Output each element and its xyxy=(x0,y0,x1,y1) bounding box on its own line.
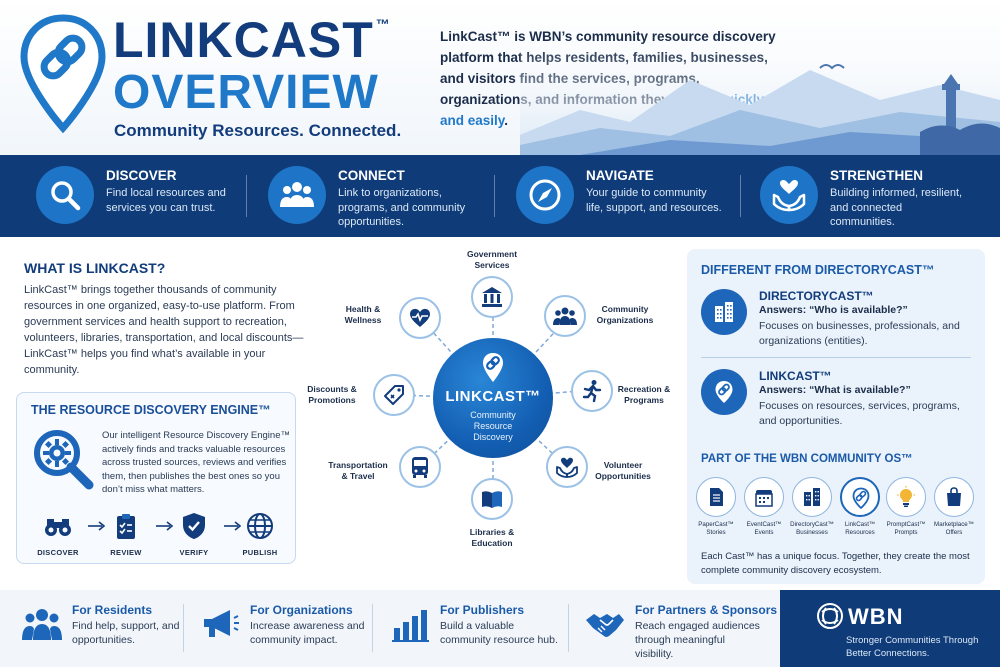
lightbulb-icon xyxy=(897,486,915,507)
divider xyxy=(701,357,971,358)
wbn-name: WBN xyxy=(848,604,904,629)
buildings-icon xyxy=(804,488,820,506)
shield-check-icon xyxy=(183,513,205,539)
step-review: REVIEW xyxy=(101,511,151,557)
directorycast-compare: DIRECTORYCAST™ Answers: “Who is availabl… xyxy=(701,289,973,359)
globe-icon xyxy=(247,513,273,539)
node-community-organizations[interactable] xyxy=(544,295,586,337)
document-icon xyxy=(710,488,723,506)
residents-icon xyxy=(22,609,62,640)
divider xyxy=(568,604,569,652)
node-recreation-programs[interactable] xyxy=(571,370,613,412)
wbn-tagline: Stronger Communities Through Better Conn… xyxy=(846,635,979,659)
os-linkcast[interactable]: LinkCast™ Resources xyxy=(837,477,883,537)
compass-icon xyxy=(529,179,561,211)
link-pin-icon xyxy=(20,14,106,134)
binoculars-icon xyxy=(45,519,71,536)
clipboard-check-icon xyxy=(117,514,135,539)
link-pin-icon xyxy=(715,381,733,403)
step-verify: VERIFY xyxy=(169,511,219,557)
node-transportation-travel[interactable] xyxy=(399,446,441,488)
tag-icon xyxy=(384,385,404,405)
calendar-icon xyxy=(755,490,773,507)
government-building-icon xyxy=(482,287,502,307)
engine-title: THE RESOURCE DISCOVERY ENGINE™ xyxy=(31,403,271,417)
arrow-right-icon xyxy=(88,521,105,531)
resource-discovery-engine-card: THE RESOURCE DISCOVERY ENGINE™ Our intel… xyxy=(16,392,296,564)
buildings-icon xyxy=(715,302,733,322)
link-icon xyxy=(852,487,870,509)
landscape-illustration xyxy=(520,40,1000,155)
book-icon xyxy=(482,491,502,508)
engine-steps: DISCOVER REVIEW VERIFY PUBLISH xyxy=(29,511,285,561)
node-volunteer-opportunities[interactable] xyxy=(546,446,588,488)
hands-heart-icon xyxy=(772,179,806,212)
handshake-icon xyxy=(586,614,624,637)
node-label: Discounts &Promotions xyxy=(307,384,357,405)
audiences-footer: For Residents Find help, support, and op… xyxy=(0,590,780,667)
node-label: Transportation& Travel xyxy=(328,460,388,481)
group-icon xyxy=(553,307,577,325)
divider xyxy=(494,175,495,217)
arrow-right-icon xyxy=(156,521,173,531)
bus-icon xyxy=(412,457,428,478)
wbn-brand-block: WBN Stronger Communities Through Better … xyxy=(780,590,1000,667)
os-papercast[interactable]: PaperCast™ Stories xyxy=(693,477,739,537)
link-pin-icon xyxy=(483,353,503,382)
comparison-panel: DIFFERENT FROM DIRECTORYCAST™ DIRECTORYC… xyxy=(687,249,985,584)
node-health-wellness[interactable] xyxy=(399,297,441,339)
what-is-linkcast-body: LinkCast™ brings together thousands of c… xyxy=(24,284,304,376)
different-title: DIFFERENT FROM DIRECTORYCAST™ xyxy=(701,263,935,277)
value-pillars-band: DISCOVER Find local resources and servic… xyxy=(0,155,1000,237)
divider xyxy=(246,175,247,217)
node-label: Recreation &Programs xyxy=(617,384,671,405)
node-libraries-education[interactable] xyxy=(471,478,513,520)
os-promptcast[interactable]: PromptCast™ Prompts xyxy=(883,477,929,537)
node-government-services[interactable] xyxy=(471,276,513,318)
megaphone-icon xyxy=(204,610,239,637)
search-icon xyxy=(51,181,81,211)
engine-description: Our intelligent Resource Discovery Engin… xyxy=(102,430,290,495)
shopping-bag-icon xyxy=(947,487,961,506)
node-label: Libraries &Education xyxy=(469,527,515,548)
os-marketplace[interactable]: Marketplace™ Offers xyxy=(931,477,977,537)
os-note: Each Cast™ has a unique focus. Together,… xyxy=(701,551,970,576)
linkcast-compare: LINKCAST™ Answers: “What is available?” … xyxy=(701,369,973,439)
step-discover: DISCOVER xyxy=(33,511,83,557)
divider xyxy=(740,175,741,217)
community-os-title: PART OF THE WBN COMMUNITY OS™ xyxy=(701,453,913,465)
brand-tagline: Community Resources. Connected. xyxy=(114,121,402,140)
people-icon xyxy=(280,182,314,207)
os-directorycast[interactable]: DirectoryCast™ Businesses xyxy=(789,477,835,537)
arrow-right-icon xyxy=(224,521,241,531)
heart-hands-icon xyxy=(556,457,578,478)
heartbeat-icon xyxy=(410,308,430,327)
bar-chart-icon xyxy=(392,610,429,642)
brand-subtitle: OVERVIEW xyxy=(113,66,379,119)
divider xyxy=(183,604,184,652)
running-person-icon xyxy=(582,380,602,403)
os-eventcast[interactable]: EventCast™ Events xyxy=(741,477,787,537)
step-publish: PUBLISH xyxy=(235,511,285,557)
node-discounts-promotions[interactable] xyxy=(373,374,415,416)
gear-magnifier-icon xyxy=(34,430,94,490)
hub-title: LINKCAST™ xyxy=(445,388,541,405)
wbn-logo-icon xyxy=(817,603,843,629)
node-label: Health &Wellness xyxy=(344,304,382,325)
what-is-linkcast-title: WHAT IS LINKCAST? xyxy=(24,260,166,276)
divider xyxy=(372,604,373,652)
